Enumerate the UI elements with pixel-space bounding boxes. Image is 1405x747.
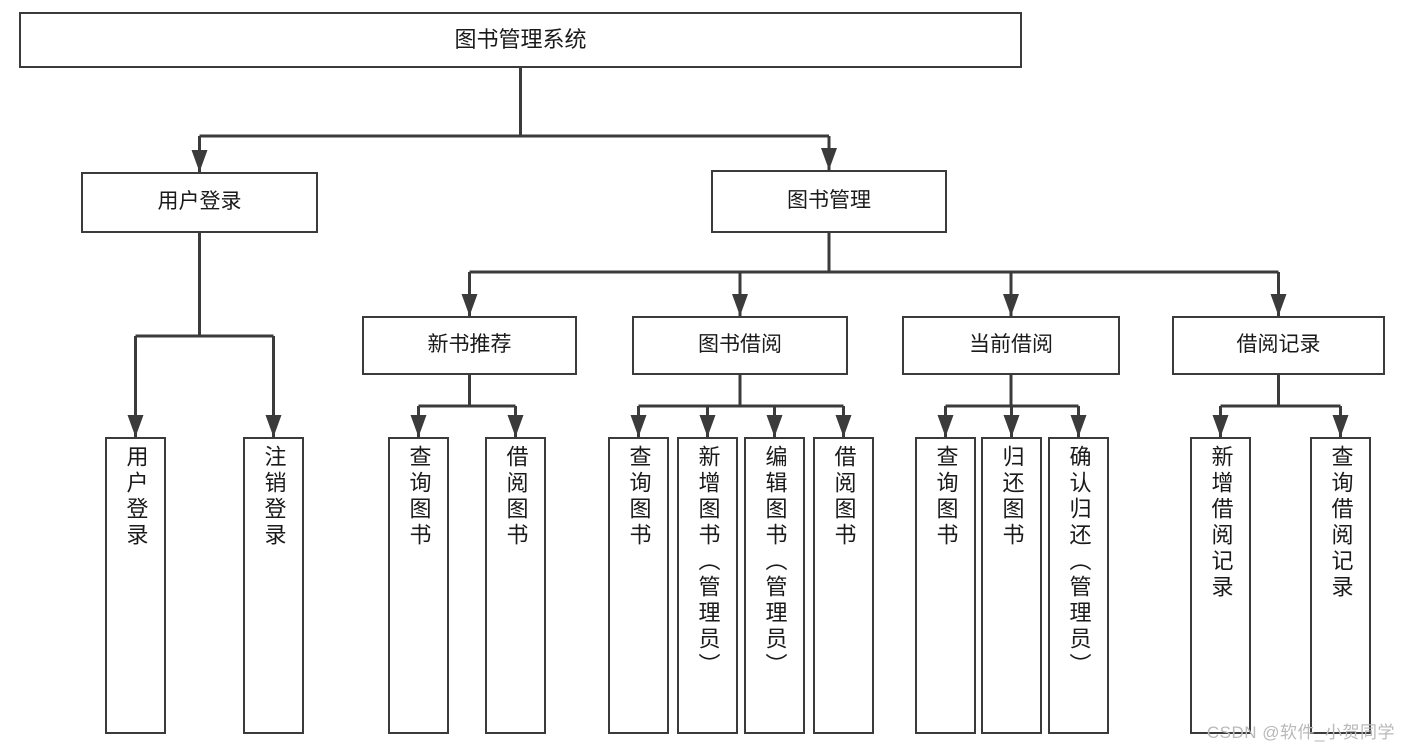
- node-leaf-query-record[interactable]: 查询借阅记录: [1310, 437, 1371, 734]
- node-label: 用户登录: [123, 445, 149, 549]
- node-label: 新书推荐: [427, 333, 512, 357]
- arrowhead-leaf-return-book: [1003, 415, 1020, 437]
- arrowhead-leaf-add-book: [699, 415, 716, 437]
- node-new-book-rec[interactable]: 新书推荐: [362, 316, 577, 375]
- node-leaf-query-book-1[interactable]: 查询图书: [388, 437, 449, 734]
- node-label: 当前借阅: [969, 333, 1053, 357]
- node-leaf-add-record[interactable]: 新增借阅记录: [1190, 437, 1251, 734]
- arrowhead-leaf-query-book-2: [630, 415, 647, 437]
- node-label: 查询图书: [626, 445, 652, 549]
- arrowhead-leaf-user-login: [127, 415, 144, 437]
- node-label: 新增借阅记录: [1208, 445, 1234, 601]
- node-label: 查询借阅记录: [1328, 445, 1354, 601]
- node-leaf-borrow-book-1[interactable]: 借阅图书: [485, 437, 546, 734]
- node-label: 新增图书（管理员）: [695, 445, 721, 679]
- node-label: 查询图书: [406, 445, 432, 549]
- arrowhead-new-book-rec: [461, 294, 478, 316]
- node-label: 编辑图书（管理员）: [762, 445, 788, 679]
- arrowhead-borrow-record: [1270, 294, 1287, 316]
- node-root[interactable]: 图书管理系统: [19, 12, 1022, 68]
- node-label: 图书借阅: [698, 333, 782, 357]
- node-leaf-edit-book[interactable]: 编辑图书（管理员）: [744, 437, 805, 734]
- node-user-login[interactable]: 用户登录: [81, 172, 318, 233]
- node-label: 查询图书: [933, 445, 959, 549]
- arrowhead-user-login: [191, 150, 208, 172]
- arrowhead-leaf-query-book-3: [937, 415, 954, 437]
- node-label: 借阅图书: [831, 445, 857, 549]
- arrowhead-leaf-borrow-book-1: [507, 415, 524, 437]
- node-leaf-user-logout[interactable]: 注销登录: [243, 437, 304, 734]
- node-leaf-query-book-3[interactable]: 查询图书: [915, 437, 976, 734]
- arrowhead-leaf-edit-book: [766, 415, 783, 437]
- arrowhead-leaf-borrow-book-2: [835, 415, 852, 437]
- node-leaf-user-login[interactable]: 用户登录: [105, 437, 166, 734]
- node-borrow-record[interactable]: 借阅记录: [1172, 316, 1385, 375]
- node-book-borrow[interactable]: 图书借阅: [632, 316, 848, 375]
- node-leaf-confirm-return[interactable]: 确认归还（管理员）: [1048, 437, 1109, 734]
- node-leaf-return-book[interactable]: 归还图书: [981, 437, 1042, 734]
- node-label: 确认归还（管理员）: [1066, 445, 1092, 679]
- arrowhead-book-manage: [821, 148, 837, 170]
- node-label: 归还图书: [999, 445, 1025, 549]
- arrowhead-leaf-query-record: [1332, 415, 1349, 437]
- node-label: 注销登录: [261, 445, 287, 549]
- node-book-manage[interactable]: 图书管理: [711, 170, 947, 233]
- arrowhead-leaf-confirm-return: [1070, 415, 1087, 437]
- node-label: 借阅记录: [1236, 333, 1321, 357]
- node-label: 图书管理: [787, 189, 871, 213]
- node-label: 图书管理系统: [454, 27, 587, 53]
- node-leaf-add-book[interactable]: 新增图书（管理员）: [677, 437, 738, 734]
- node-leaf-borrow-book-2[interactable]: 借阅图书: [813, 437, 874, 734]
- node-leaf-query-book-2[interactable]: 查询图书: [608, 437, 669, 734]
- node-label: 用户登录: [157, 190, 242, 214]
- node-label: 借阅图书: [503, 445, 529, 549]
- node-current-borrow[interactable]: 当前借阅: [902, 316, 1120, 375]
- arrowhead-current-borrow: [1003, 294, 1019, 316]
- arrowhead-leaf-query-book-1: [410, 415, 427, 437]
- arrowhead-leaf-add-record: [1212, 415, 1229, 437]
- arrowhead-book-borrow: [732, 294, 748, 316]
- arrowhead-leaf-user-logout: [265, 415, 282, 437]
